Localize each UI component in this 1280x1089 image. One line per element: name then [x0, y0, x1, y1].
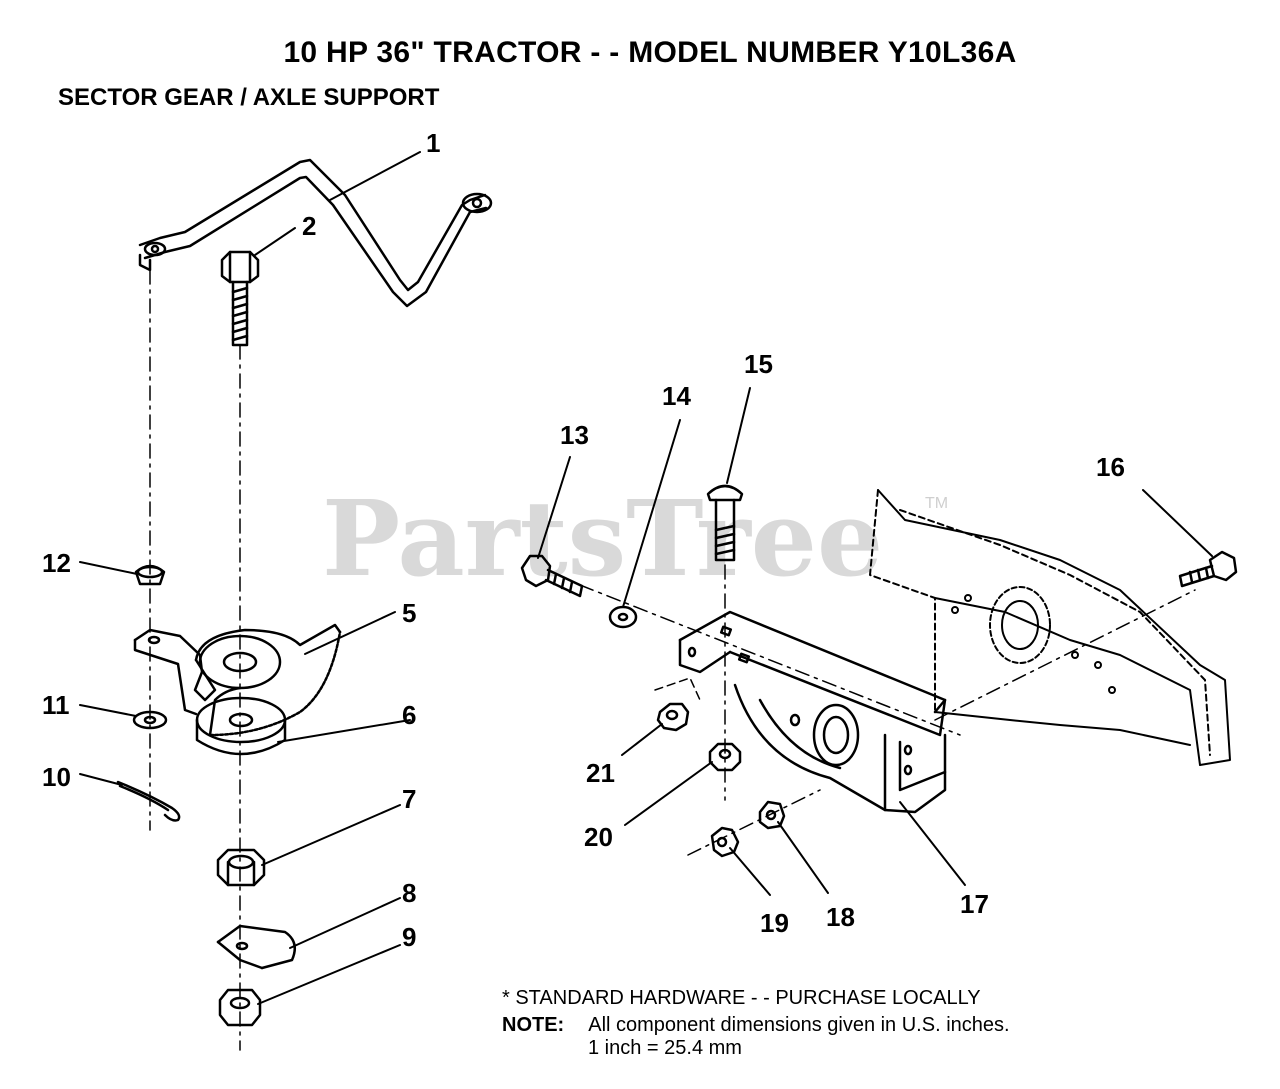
callout-2: 2 [302, 211, 316, 241]
nut-20-part [708, 742, 742, 772]
nut-19-part [710, 826, 740, 858]
washer-14-part [608, 605, 638, 629]
centerline-bolt16 [934, 589, 1196, 721]
callout-leaders [79, 151, 1213, 1005]
cotter-pin-part [116, 780, 181, 822]
callout-12: 12 [42, 548, 71, 578]
centerline-nuts [687, 789, 821, 856]
centerline-bolt13 [579, 584, 961, 736]
note-label: NOTE: [502, 1014, 565, 1036]
callout-20: 20 [584, 822, 613, 852]
callout-5: 5 [402, 598, 416, 628]
section-title: SECTOR GEAR / AXLE SUPPORT [58, 84, 440, 111]
callout-10: 10 [42, 762, 71, 792]
watermark-text: PartsTree [322, 477, 883, 600]
centerline-nut21 [654, 677, 701, 701]
note-text: All component dimensions given in U.S. i… [588, 1014, 1010, 1036]
nut-18-part [758, 800, 786, 830]
bolt-part [220, 250, 260, 347]
bolt-13-part [520, 554, 584, 598]
callout-14: 14 [662, 381, 691, 411]
callout-1: 1 [426, 128, 440, 158]
conversion-note: 1 inch = 25.4 mm [588, 1037, 742, 1059]
callout-18: 18 [826, 902, 855, 932]
callout-21: 21 [586, 758, 615, 788]
watermark-tm: TM [925, 495, 948, 512]
callout-15: 15 [744, 349, 773, 379]
carriage-bolt-15-part [706, 484, 744, 562]
cap-nut-part [134, 564, 166, 586]
frame-rail-part [869, 489, 1231, 766]
washer-part [132, 710, 168, 730]
callout-19: 19 [760, 908, 789, 938]
page-title: 10 HP 36" TRACTOR - - MODEL NUMBER Y10L3… [283, 36, 1017, 69]
callout-7: 7 [402, 784, 416, 814]
dimensions-note: NOTE: All component dimensions given in … [502, 1014, 1010, 1037]
flat-washer-part [195, 696, 287, 756]
callout-9: 9 [402, 922, 416, 952]
standard-hardware-note: * STANDARD HARDWARE - - PURCHASE LOCALLY [502, 987, 981, 1009]
drag-link-part [138, 158, 493, 308]
callout-16: 16 [1096, 452, 1125, 482]
callout-13: 13 [560, 420, 589, 450]
callout-11: 11 [42, 690, 70, 720]
nut-21-part [656, 702, 690, 732]
axle-support-bracket-part [678, 610, 947, 814]
bolt-16-part [1178, 550, 1238, 588]
callout-17: 17 [960, 889, 989, 919]
clip-part [216, 924, 297, 970]
nut-part [218, 988, 262, 1027]
hex-nut-part [216, 848, 266, 887]
callout-6: 6 [402, 700, 416, 730]
callout-8: 8 [402, 878, 416, 908]
sector-gear-part [133, 623, 342, 737]
